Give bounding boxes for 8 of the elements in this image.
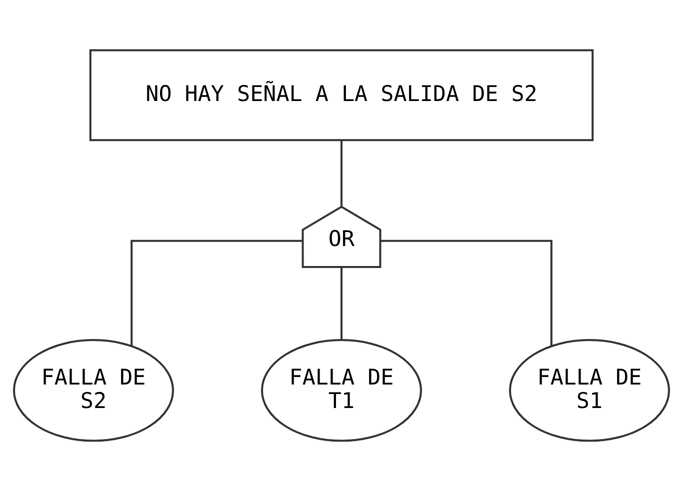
connector: [130, 239, 303, 346]
node-box: NO HAY SEÑAL A LA SALIDA DE S2: [89, 48, 594, 141]
node-ellipse: FALLA DE T1: [260, 338, 422, 442]
node-ellipse: FALLA DE S1: [508, 338, 670, 442]
connector: [340, 140, 342, 206]
connector: [340, 267, 342, 340]
node-ellipse: FALLA DE S2: [12, 338, 174, 442]
connector: [380, 239, 552, 346]
